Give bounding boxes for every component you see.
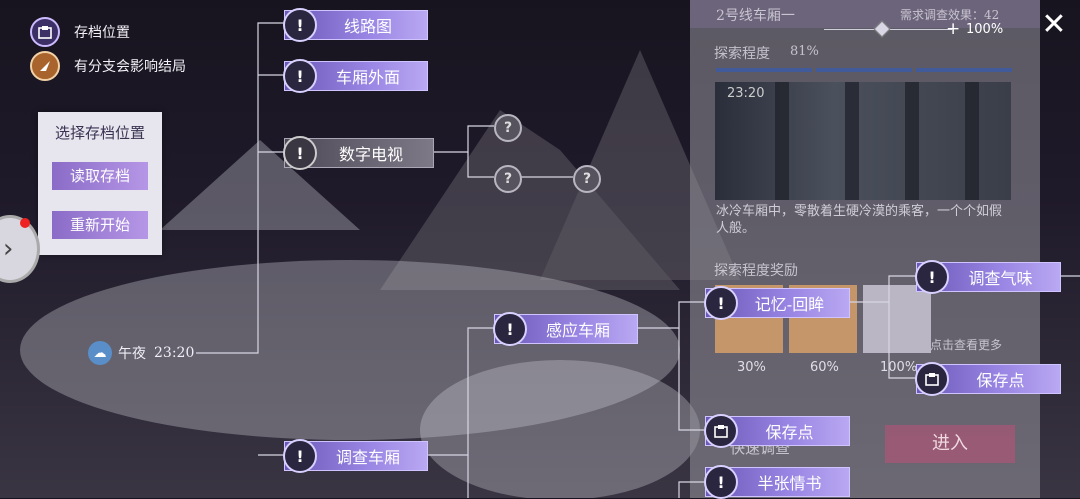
legend-label: 存档位置: [74, 25, 130, 41]
branch-ending-icon: [30, 51, 60, 81]
alert-icon: !: [493, 312, 527, 346]
node-save-point[interactable]: 保存点: [704, 414, 850, 448]
close-button[interactable]: ✕: [1041, 7, 1067, 42]
save-menu: 选择存档位置 读取存档 重新开始: [38, 112, 162, 255]
explore-label: 探索程度: [714, 46, 770, 62]
restart-button[interactable]: 重新开始: [52, 211, 148, 239]
node-label: 调查车厢: [335, 448, 400, 467]
node-label: 记忆-回眸: [754, 295, 825, 314]
alert-icon: !: [283, 439, 317, 473]
node-half-letter[interactable]: ! 半张情书: [704, 465, 850, 499]
zoom-slider[interactable]: + 100%: [822, 19, 1022, 40]
alert-icon: !: [283, 136, 317, 170]
reward-percent: 30%: [737, 360, 766, 375]
save-menu-title: 选择存档位置: [54, 124, 145, 142]
arrow-right-icon: ›: [3, 234, 14, 264]
car-scene-image: 23:20: [715, 82, 1011, 200]
unknown-node[interactable]: ?: [494, 165, 522, 193]
reward-title: 探索程度奖励: [714, 263, 798, 279]
timeline-start: ☁ 午夜 23:20: [88, 340, 196, 366]
legend-branch: 有分支会影响结局: [30, 51, 186, 81]
legend-label: 有分支会影响结局: [74, 59, 186, 75]
alert-icon: !: [283, 59, 317, 93]
timeline-label: 午夜: [118, 346, 146, 362]
required-effect: 需求调查效果：42: [900, 8, 1000, 22]
node-label: 数字电视: [338, 145, 403, 164]
node-save-point[interactable]: 保存点: [915, 362, 1061, 396]
night-cloud-icon: ☁: [88, 341, 112, 365]
node-label: 感应车厢: [545, 321, 610, 340]
reward-card[interactable]: [863, 285, 931, 353]
alert-icon: !: [704, 465, 738, 499]
explore-value: 81%: [790, 44, 819, 59]
node-label: 保存点: [976, 371, 1025, 390]
progress-segment: [816, 68, 912, 72]
node-investigate-car[interactable]: ! 调查车厢: [283, 439, 428, 473]
save-point-icon: [30, 17, 60, 47]
panel-header: [690, 0, 1040, 28]
node-investigate-smell[interactable]: ! 调查气味: [915, 260, 1061, 294]
zoom-value: 100%: [966, 22, 1004, 37]
alert-icon: !: [704, 286, 738, 320]
save-point-icon: [704, 414, 738, 448]
panel-title: 2号线车厢一: [716, 8, 795, 24]
node-digital-tv[interactable]: ! 数字电视: [283, 136, 434, 170]
scene-time: 23:20: [727, 86, 765, 101]
car-description: 冰冷车厢中，零散着生硬冷漠的乘客，一个个如假人般。: [716, 204, 1003, 236]
unknown-node[interactable]: ?: [573, 165, 601, 193]
node-route-map[interactable]: ! 线路图: [283, 8, 428, 42]
node-memory-glance[interactable]: ! 记忆-回眸: [704, 286, 850, 320]
zoom-in-icon[interactable]: +: [946, 19, 961, 39]
notification-dot: [20, 218, 30, 228]
progress-segment: [716, 68, 812, 72]
reward-percent: 60%: [810, 360, 839, 375]
save-point-icon: [915, 362, 949, 396]
view-more-link[interactable]: 点击查看更多: [930, 338, 1003, 352]
load-save-button[interactable]: 读取存档: [52, 162, 148, 190]
timeline-time: 23:20: [154, 345, 195, 361]
node-label: 保存点: [765, 423, 814, 442]
node-label: 线路图: [343, 17, 392, 36]
node-label: 半张情书: [757, 474, 822, 493]
progress-segment: [916, 68, 1012, 72]
alert-icon: !: [283, 8, 317, 42]
node-label: 车厢外面: [335, 68, 400, 87]
legend-save-point: 存档位置: [30, 17, 130, 47]
node-car-exterior[interactable]: ! 车厢外面: [283, 59, 428, 93]
node-sense-car[interactable]: ! 感应车厢: [493, 312, 638, 346]
node-label: 调查气味: [968, 269, 1033, 288]
unknown-node[interactable]: ?: [494, 114, 522, 142]
alert-icon: !: [915, 260, 949, 294]
enter-button[interactable]: 进入: [885, 425, 1015, 463]
